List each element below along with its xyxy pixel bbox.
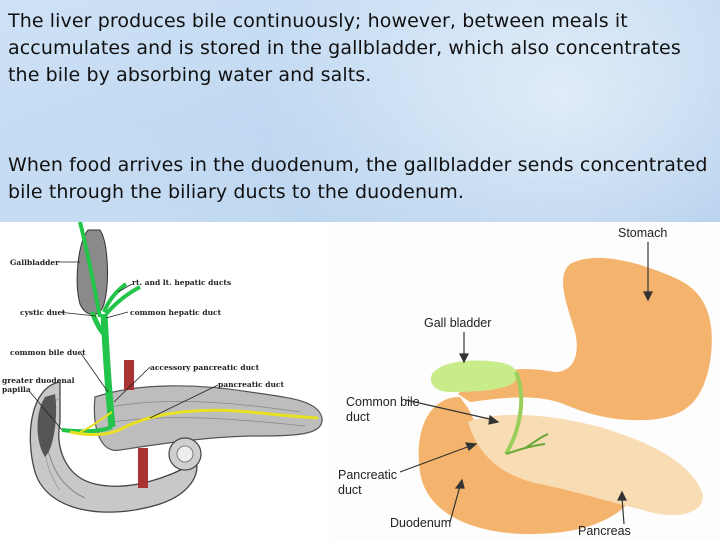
schematic-drawing bbox=[330, 222, 720, 540]
label-common-bile-duct-word: duct bbox=[346, 410, 370, 425]
label-common-bile: Common bile bbox=[346, 395, 420, 410]
label-pancreas: Pancreas bbox=[578, 524, 631, 539]
schematic-diagram: Stomach Gall bladder Common bile duct Pa… bbox=[330, 222, 720, 540]
label-greater-duodenal: greater duodenal bbox=[2, 376, 75, 385]
label-stomach: Stomach bbox=[618, 226, 667, 241]
label-common-bile-duct: common bile duct bbox=[10, 348, 86, 357]
paragraph-bile-storage: The liver produces bile continuously; ho… bbox=[8, 8, 714, 89]
paragraph-bile-release: When food arrives in the duodenum, the g… bbox=[8, 152, 714, 206]
stomach-shape bbox=[458, 258, 712, 420]
label-pancreatic: Pancreatic bbox=[338, 468, 397, 483]
label-duodenum: Duodenum bbox=[390, 516, 451, 531]
label-papilla: papilla bbox=[2, 385, 31, 394]
anatomical-diagram: Gallbladder rt. and lt. hepatic ducts cy… bbox=[0, 222, 330, 540]
label-common-hepatic-duct: common hepatic duct bbox=[130, 308, 221, 317]
label-pancreatic-duct: pancreatic duct bbox=[218, 380, 284, 389]
label-gall-bladder: Gall bladder bbox=[424, 316, 491, 331]
label-hepatic-ducts: rt. and lt. hepatic ducts bbox=[132, 278, 231, 287]
label-gallbladder: Gallbladder bbox=[10, 258, 59, 267]
label-pancreatic-duct-word: duct bbox=[338, 483, 362, 498]
label-cystic-duct: cystic duct bbox=[20, 308, 65, 317]
label-accessory-pancreatic-duct: accessory pancreatic duct bbox=[150, 363, 259, 372]
